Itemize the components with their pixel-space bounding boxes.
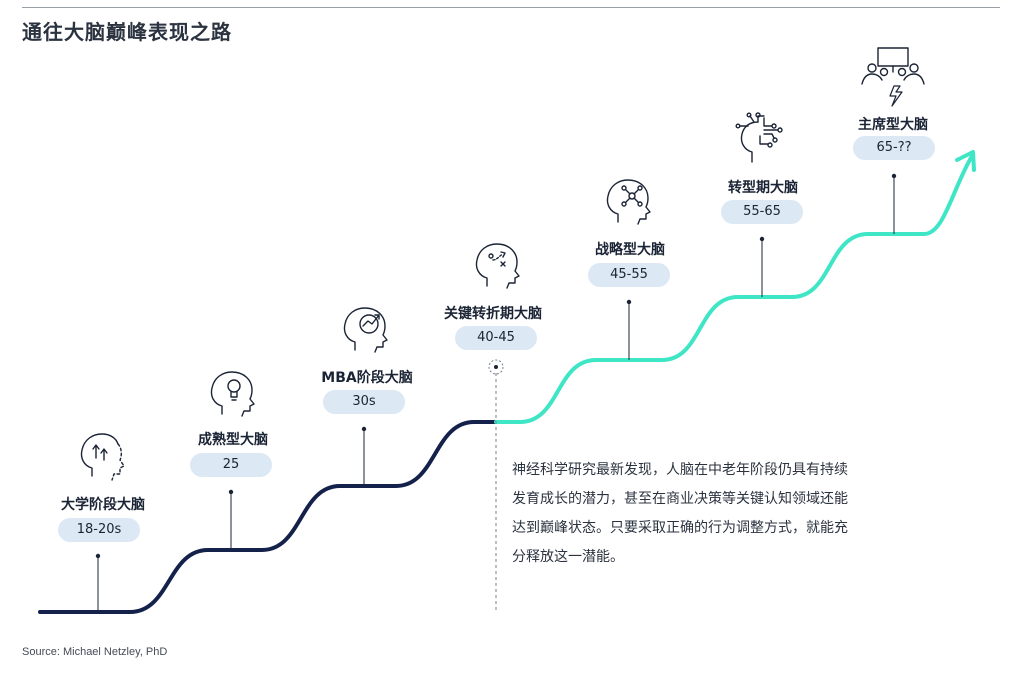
connector-7 [891, 173, 897, 234]
arrow-head [955, 150, 976, 172]
connector-3 [361, 426, 367, 486]
stage-label-college: 大学阶段大脑 [61, 497, 145, 513]
connector-1 [95, 553, 101, 612]
source-credit: Source: Michael Netzley, PhD [22, 646, 168, 658]
stage-label-strategic: 战略型大脑 [595, 242, 665, 258]
page-title: 通往大脑巅峰表现之路 [22, 20, 232, 44]
present-marker-dot [494, 365, 498, 369]
stage-label-turning-point: 关键转折期大脑 [444, 306, 542, 322]
stage-label-chairman: 主席型大脑 [858, 117, 928, 133]
boardroom-lightning-icon [861, 47, 925, 107]
stage-label-mature: 成熟型大脑 [198, 432, 268, 448]
brain-circuit-icon [735, 112, 783, 163]
age-pill-mba: 30s [323, 390, 405, 414]
age-pill-mature: 25 [190, 453, 272, 477]
future-path [494, 154, 974, 424]
brain-strategy-play-icon [475, 243, 520, 289]
age-pill-turning-point: 40-45 [455, 326, 537, 350]
brain-network-icon [606, 179, 651, 225]
connector-2 [228, 489, 234, 550]
brain-target-icon [343, 307, 388, 353]
stage-label-mba: MBA阶段大脑 [321, 370, 413, 386]
age-pill-strategic: 45-55 [588, 263, 670, 287]
past-path [38, 420, 498, 614]
age-pill-transition: 55-65 [721, 200, 803, 224]
brain-growth-arrows-icon [80, 433, 125, 481]
age-pill-college: 18-20s [58, 518, 140, 542]
age-pill-chairman: 65-?? [853, 136, 935, 160]
top-divider [22, 7, 1000, 8]
connector-6 [759, 236, 765, 297]
callout-text: 神经科学研究最新发现，人脑在中老年阶段仍具有持续发育成长的潜力，甚至在商业决策等… [512, 462, 848, 565]
stage-label-transition: 转型期大脑 [728, 180, 798, 196]
brain-lightbulb-icon [210, 371, 255, 417]
connector-5 [626, 299, 632, 360]
present-marker [488, 359, 504, 375]
